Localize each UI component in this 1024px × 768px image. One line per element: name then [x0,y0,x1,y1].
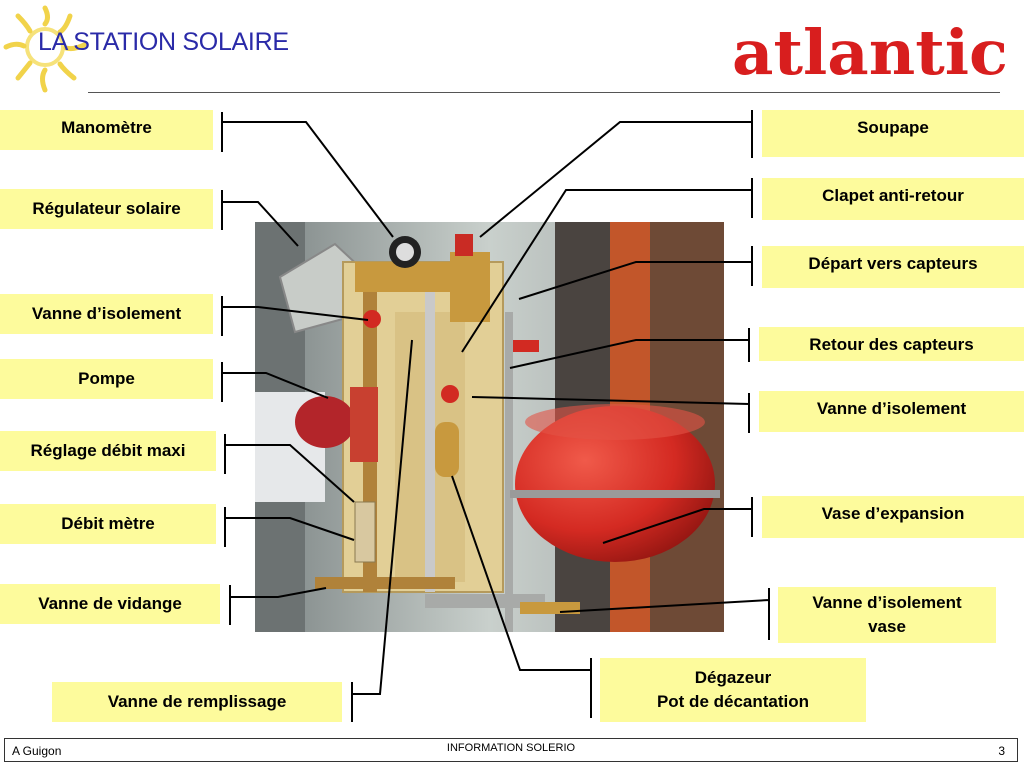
label-vanne-vidange: Vanne de vidange [0,584,220,624]
atlantic-logo: atlantic [732,16,1008,89]
label-soupape: Soupape [762,110,1024,157]
header-divider [88,92,1000,93]
label-vanne-isolement-left: Vanne d’isolement [0,294,213,334]
label-vanne-isolement-vase: Vanne d’isolement vase [778,587,996,643]
label-reglage-debit-maxi: Réglage débit maxi [0,431,216,471]
footer-info: INFORMATION SOLERIO [446,742,576,754]
label-depart-vers-capteurs: Départ vers capteurs [762,246,1024,288]
label-manometre: Manomètre [0,110,213,150]
footer-author: A Guigon [12,744,62,758]
label-vanne-isolement-right: Vanne d’isolement [759,391,1024,432]
label-vase-expansion: Vase d’expansion [762,496,1024,538]
label-degazeur: Dégazeur Pot de décantation [600,658,866,722]
page-title: LA STATION SOLAIRE [38,28,289,56]
footer-bar: A Guigon INFORMATION SOLERIO 3 [4,738,1018,762]
label-regulateur-solaire: Régulateur solaire [0,189,213,229]
svg-text:atlantic: atlantic [732,16,1008,89]
label-retour-des-capteurs: Retour des capteurs [759,327,1024,361]
label-vanne-remplissage: Vanne de remplissage [52,682,342,722]
label-clapet-anti-retour: Clapet anti-retour [762,178,1024,220]
solar-station-photo [255,222,724,632]
page-number: 3 [998,744,1005,758]
label-debit-metre: Débit mètre [0,504,216,544]
sun-logo-icon [3,5,87,93]
label-pompe: Pompe [0,359,213,399]
